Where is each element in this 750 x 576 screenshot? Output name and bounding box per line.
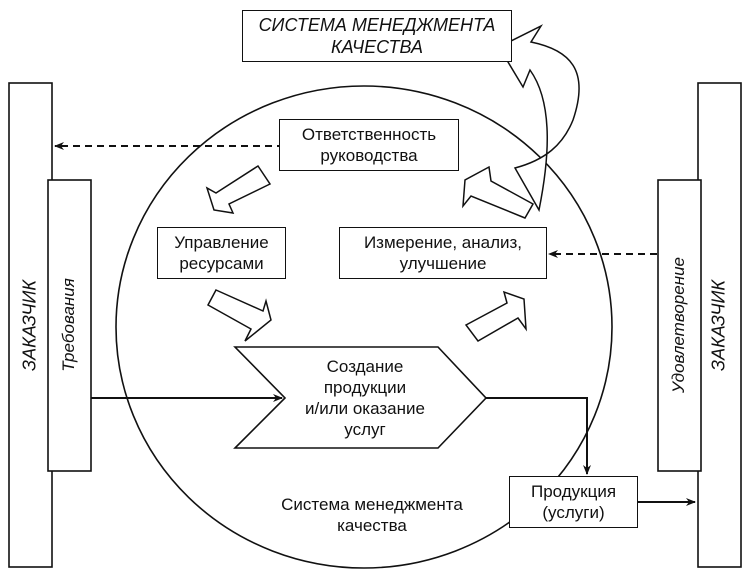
- resource-management-line-1: Управление: [174, 233, 269, 252]
- product-output-line-2: (услуги): [542, 503, 605, 522]
- product-realization-line-1: Создание: [326, 357, 404, 376]
- left-customer-bar: [8, 82, 53, 568]
- product-realization-label: Создание продукции и/или оказание услуг: [290, 356, 440, 440]
- resource-management-line-2: ресурсами: [179, 254, 264, 273]
- management-responsibility-line-2: руководства: [320, 146, 418, 165]
- right-customer-label: ЗАКАЗЧИК: [708, 280, 729, 371]
- block-arrow-to-realization: [206, 289, 272, 342]
- measurement-line-1: Измерение, анализ,: [363, 233, 523, 252]
- qms-circle: [115, 85, 613, 569]
- curved-arrow-to-qms: [497, 24, 580, 213]
- right-satisfaction-label: Удовлетворение: [669, 257, 688, 393]
- measurement-box: Измерение, анализ, улучшение: [339, 227, 547, 279]
- realization-to-output-arrow: [486, 397, 591, 475]
- left-requirements-bar: [47, 179, 92, 472]
- product-output-line-1: Продукция: [530, 482, 617, 501]
- management-responsibility-line-1: Ответственность: [301, 125, 437, 144]
- right-satisfaction-bar: [657, 179, 702, 472]
- block-arrow-to-responsibility: [462, 165, 535, 219]
- measurement-line-2: улучшение: [399, 254, 487, 273]
- resource-management-box: Управление ресурсами: [157, 227, 286, 279]
- qms-circle-caption: Система менеджмента качества: [257, 494, 487, 536]
- qms-caption-line-2: качества: [337, 516, 407, 535]
- product-realization-line-4: услуг: [344, 420, 386, 439]
- management-responsibility-box: Ответственность руководства: [279, 119, 459, 171]
- qms-caption-line-1: Система менеджмента: [281, 495, 463, 514]
- block-arrow-to-measurement: [464, 290, 527, 342]
- qms-title-box: СИСТЕМА МЕНЕДЖМЕНТА КАЧЕСТВА: [242, 10, 512, 62]
- qms-title-line-1: СИСТЕМА МЕНЕДЖМЕНТА: [258, 15, 496, 35]
- block-arrow-to-resources: [205, 164, 272, 214]
- left-customer-label: ЗАКАЗЧИК: [19, 280, 40, 371]
- product-realization-line-3: и/или оказание: [305, 399, 425, 418]
- product-realization-shape: [233, 346, 488, 449]
- product-output-box: Продукция (услуги): [509, 476, 638, 528]
- right-customer-bar: [697, 82, 742, 568]
- left-requirements-label: Требования: [59, 278, 78, 372]
- product-realization-line-2: продукции: [323, 378, 407, 397]
- qms-title-line-2: КАЧЕСТВА: [331, 37, 423, 57]
